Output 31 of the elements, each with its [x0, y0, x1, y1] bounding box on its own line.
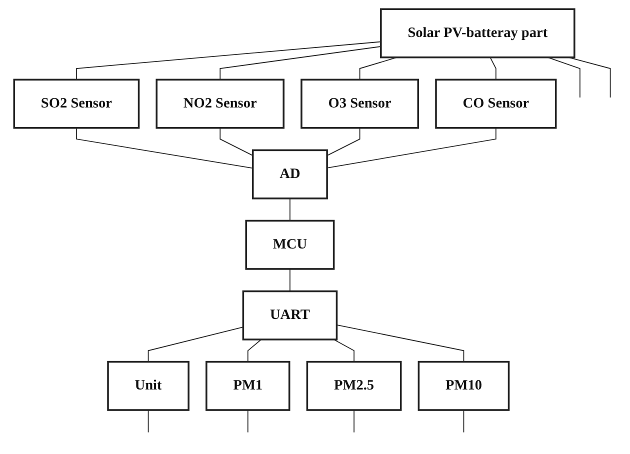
connector — [336, 324, 464, 362]
node-box: Solar PV-batteray part — [380, 8, 575, 58]
connector — [147, 326, 244, 362]
node-box: MCU — [244, 220, 334, 270]
node-box: SO2 Sensor — [12, 78, 140, 129]
connector — [462, 410, 464, 433]
node-box: AD — [252, 149, 328, 200]
node-box: O3 Sensor — [300, 78, 419, 129]
node-box: CO Sensor — [434, 78, 556, 129]
node-box: PM2.5 — [306, 360, 402, 411]
connector — [247, 339, 262, 362]
connector — [76, 127, 253, 169]
connector — [247, 410, 248, 433]
connector — [289, 198, 290, 222]
connector — [326, 127, 496, 168]
connector — [219, 46, 381, 80]
connector — [359, 56, 398, 80]
connector — [76, 41, 381, 80]
node-box: Unit — [106, 360, 190, 411]
connector — [289, 268, 290, 292]
connector — [219, 127, 253, 156]
node-box: UART — [242, 290, 338, 340]
connector — [489, 56, 496, 80]
connector — [546, 56, 580, 98]
connector — [332, 339, 354, 362]
connector — [326, 127, 360, 156]
node-box: NO2 Sensor — [155, 78, 284, 129]
node-box: PM1 — [205, 360, 290, 411]
connector — [147, 410, 148, 433]
connector — [353, 410, 354, 433]
node-box: PM10 — [417, 360, 510, 411]
